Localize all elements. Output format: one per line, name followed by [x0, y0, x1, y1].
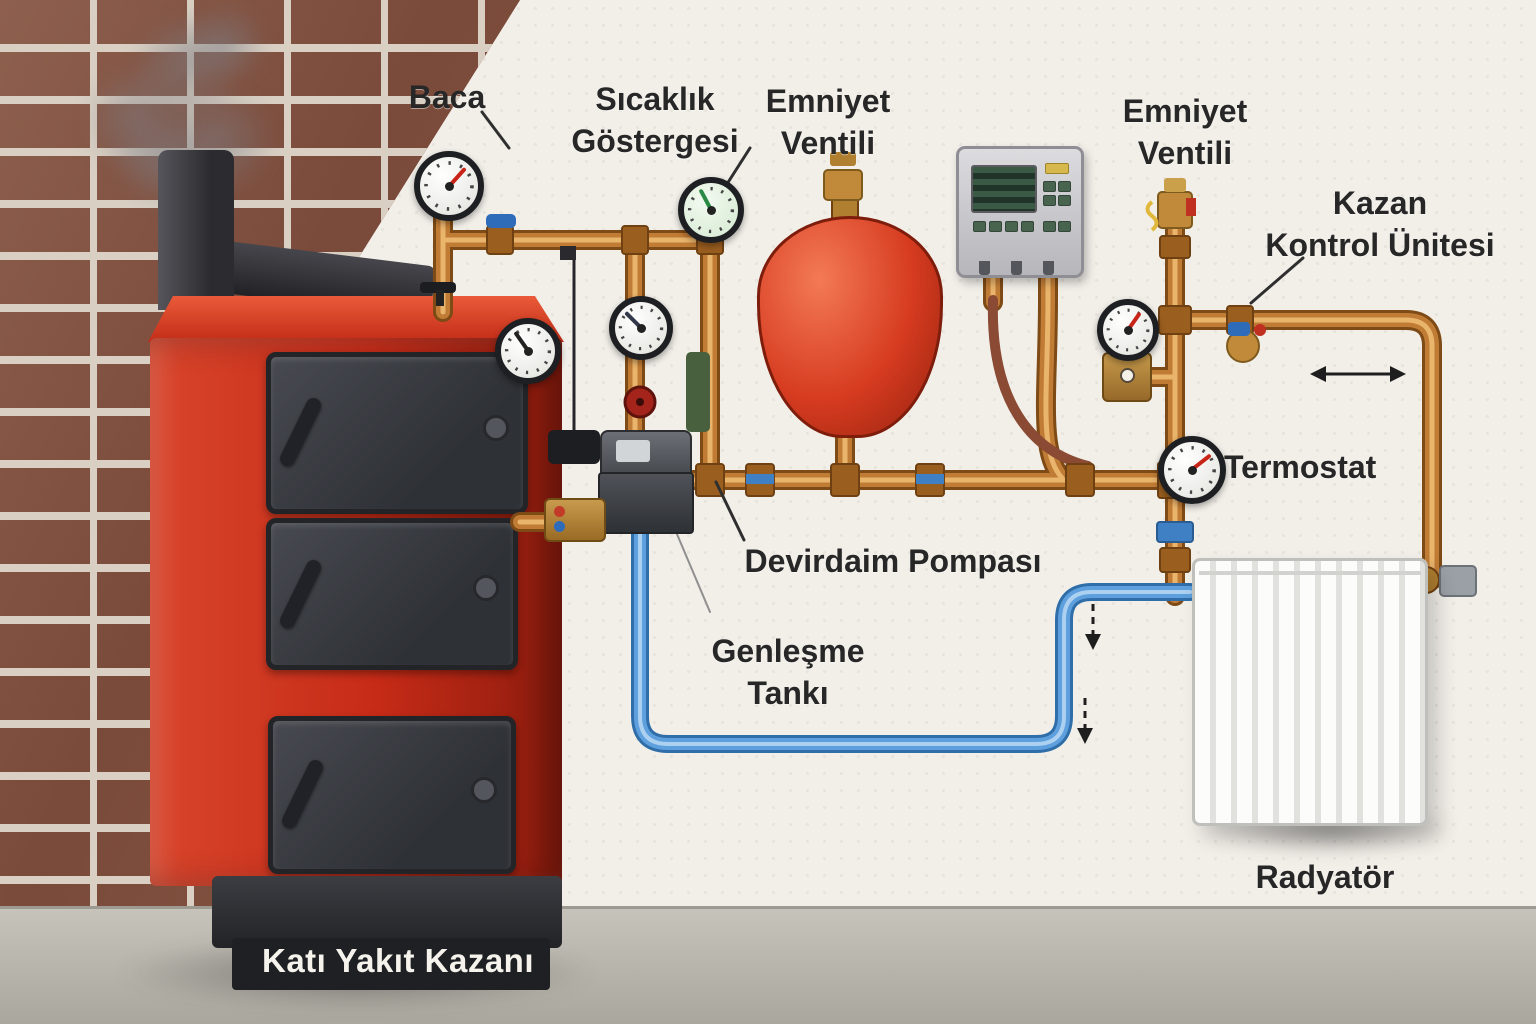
- label-baca-text: Baca: [408, 79, 486, 115]
- label-kazan-kontrol-unitesi: Kazan Kontrol Ünitesi: [1265, 182, 1494, 266]
- gauge-ticks: [504, 327, 552, 375]
- gauge-pin: [444, 181, 454, 191]
- label-line: Ventili: [1137, 135, 1233, 172]
- radiator: [1192, 558, 1428, 826]
- right-pressure-gauge: [1097, 299, 1159, 361]
- gauge-pin: [706, 205, 716, 215]
- expansion-tank: [757, 216, 943, 438]
- gauge-pin: [636, 323, 646, 333]
- boiler-base: [212, 876, 562, 948]
- control-button: [1058, 221, 1071, 232]
- thermostat-gauge: [1158, 436, 1226, 504]
- control-button: [1058, 195, 1071, 206]
- label-devirdaim-text: Devirdaim Pompası: [744, 543, 1042, 579]
- label-line: Tankı: [747, 675, 829, 712]
- control-screen: [971, 165, 1037, 213]
- door-handle: [277, 557, 324, 631]
- boiler-middle-door: [266, 518, 518, 670]
- control-button: [1043, 195, 1056, 206]
- gauge-ticks: [1168, 446, 1216, 494]
- gauge-ticks: [1106, 308, 1150, 352]
- label-line: Göstergesi: [571, 123, 739, 160]
- flange-blue-dot: [554, 521, 565, 532]
- boiler-plinth: [232, 938, 550, 990]
- label-line: Ventili: [780, 125, 876, 162]
- control-button: [1043, 221, 1056, 232]
- boiler-upper-door: [266, 352, 528, 514]
- chimney-pipe: [158, 150, 234, 310]
- boiler-lower-door: [268, 716, 516, 874]
- temperature-gauge: [414, 151, 484, 221]
- label-line: Kazan: [1332, 185, 1428, 221]
- boiler-thermometer: [495, 318, 561, 384]
- control-port: [1043, 261, 1054, 275]
- pump-flange: [544, 498, 606, 542]
- control-button: [989, 221, 1002, 232]
- radiator-top-rail: [1199, 571, 1421, 575]
- door-handle: [277, 395, 324, 469]
- control-button: [1005, 221, 1018, 232]
- boiler-nameplate: Katı Yakıt Kazanı: [261, 942, 535, 979]
- gauge-ticks: [687, 186, 735, 234]
- label-line: Sıcaklık: [595, 81, 715, 117]
- gauge-pin: [1187, 465, 1197, 475]
- door-hinge: [473, 575, 499, 601]
- control-button: [973, 221, 986, 232]
- temperature-sensor: [548, 430, 600, 464]
- control-button: [1058, 181, 1071, 192]
- door-hinge: [483, 415, 509, 441]
- label-line: Emniyet: [765, 83, 891, 119]
- label-line: Genleşme: [711, 633, 865, 669]
- label-line: Emniyet: [1122, 93, 1248, 129]
- flange-red-dot: [554, 506, 565, 517]
- label-devirdaim-pompasi: Devirdaim Pompası: [745, 540, 1042, 582]
- regulator-dial: [1120, 368, 1135, 383]
- pump-nameplate: [616, 440, 650, 462]
- control-button: [1021, 221, 1034, 232]
- gauge-ticks: [424, 161, 474, 211]
- pressure-regulator: [1102, 352, 1152, 402]
- label-sicaklik-gostergesi: Sıcaklık Göstergesi: [571, 78, 738, 162]
- label-radyator-text: Radyatör: [1255, 859, 1395, 895]
- circulation-pump-body: [598, 472, 694, 534]
- label-emniyet-ventili-right: Emniyet Ventili: [1123, 90, 1247, 174]
- label-line: Kontrol Ünitesi: [1265, 227, 1495, 264]
- gauge-ticks: [618, 305, 664, 351]
- label-termostat-text: Termostat: [1224, 449, 1377, 485]
- label-termostat: Termostat: [1224, 446, 1376, 488]
- gauge-pin: [1123, 325, 1133, 335]
- door-hinge: [471, 777, 497, 803]
- label-emniyet-ventili-left: Emniyet Ventili: [766, 80, 890, 164]
- label-genlesme-tanki: Genleşme Tankı: [712, 630, 865, 714]
- control-port: [1011, 261, 1022, 275]
- boiler-control-unit: [956, 146, 1084, 278]
- label-radyator: Radyatör: [1256, 856, 1395, 898]
- mid-gauge: [609, 296, 673, 360]
- control-button: [1043, 181, 1056, 192]
- smoke-puff: [180, 0, 270, 90]
- label-baca: Baca: [409, 76, 486, 118]
- gauge-pin: [523, 346, 533, 356]
- upper-pressure-gauge: [678, 177, 744, 243]
- control-button: [1045, 163, 1069, 174]
- control-port: [979, 261, 990, 275]
- door-handle: [279, 757, 326, 831]
